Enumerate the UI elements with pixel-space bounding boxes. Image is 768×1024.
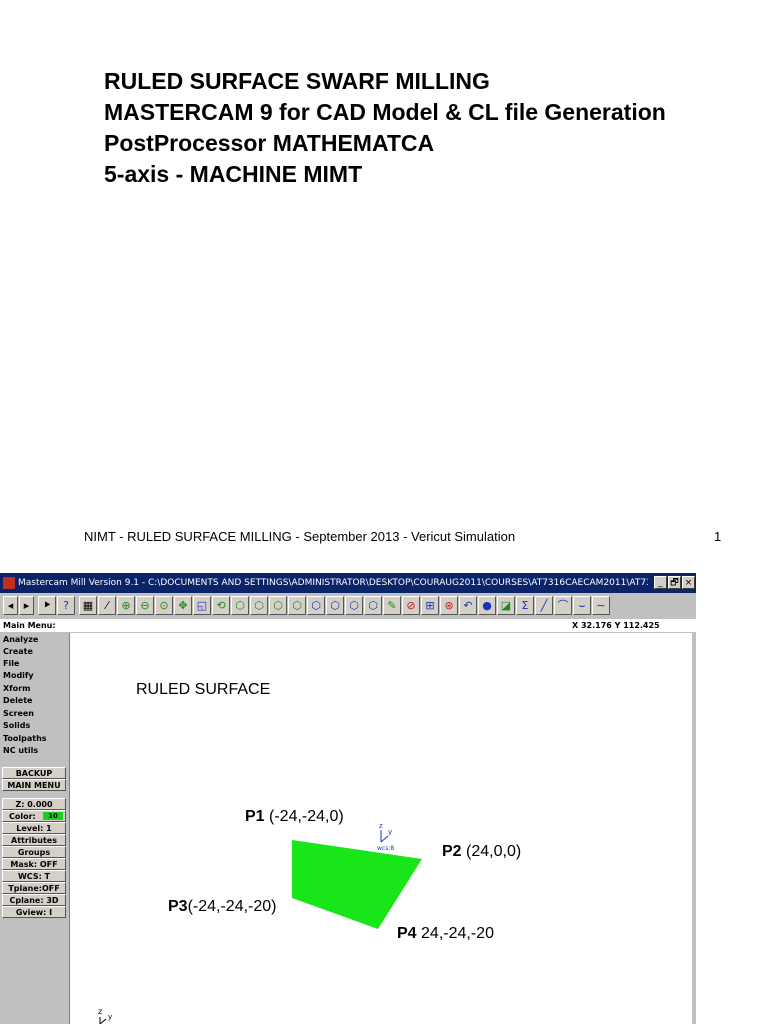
toolbar-verify-button[interactable]: ⊛	[440, 596, 458, 615]
slide-title-line-1: RULED SURFACE SWARF MILLING	[104, 68, 490, 94]
gview-axis-z: z	[98, 1007, 102, 1016]
p3-id: P3	[168, 898, 188, 915]
gview-button[interactable]: Gview: I	[2, 906, 66, 918]
toolbar-zoom-window-button[interactable]: ⊕	[117, 596, 135, 615]
tplane-button[interactable]: Tplane:OFF	[2, 882, 66, 894]
wcs-button[interactable]: WCS: T	[2, 870, 66, 882]
window-titlebar: Mastercam Mill Version 9.1 - C:\DOCUMENT…	[0, 573, 696, 593]
main-menu-button[interactable]: MAIN MENU	[2, 779, 66, 791]
toolbar-shade-button[interactable]: ●	[478, 596, 496, 615]
p4-id: P4	[397, 925, 417, 942]
graphics-area[interactable]: RULED SURFACE z y wcs:8 z y P1 (-24,-24,…	[69, 633, 692, 1024]
slide-title-line-4: 5-axis - MACHINE MIMT	[104, 161, 363, 187]
restore-button[interactable]: 🗗	[668, 576, 681, 589]
toolbar-rotate-button[interactable]: ⟲	[212, 596, 230, 615]
toolbar-forward-button[interactable]: ▸	[19, 596, 34, 615]
menu-item-screen[interactable]: Screen	[3, 709, 34, 718]
toolbar-view-iso-button[interactable]: ⬡	[231, 596, 249, 615]
toolbar-no-entry-button[interactable]: ⊘	[402, 596, 420, 615]
color-label: Color:	[9, 812, 36, 821]
footer-text: NIMT - RULED SURFACE MILLING - September…	[84, 529, 516, 544]
menu-item-toolpaths[interactable]: Toolpaths	[3, 734, 47, 743]
cplane-button[interactable]: Cplane: 3D	[2, 894, 66, 906]
attributes-button[interactable]: Attributes	[2, 834, 66, 846]
wcs-axis-icon	[380, 830, 389, 843]
slide-title-line-3: PostProcessor MATHEMATCA	[104, 130, 435, 156]
menu-item-create[interactable]: Create	[3, 647, 33, 656]
point-label-p1: P1 (-24,-24,0)	[245, 808, 344, 826]
toolbar-view-last-button[interactable]: ⬡	[364, 596, 382, 615]
right-border	[692, 633, 696, 1024]
toolbar-view-cplane-button[interactable]: ⬡	[307, 596, 325, 615]
toolbar: ◂▸⯈?▦⁄⊕⊖⊙✥◱⟲⬡⬡⬡⬡⬡⬡⬡⬡✎⊘⊞⊛↶●◪Σ╱⌒⌣∼	[0, 594, 696, 618]
point-label-p4: P4 24,-24,-20	[397, 925, 494, 943]
toolbar-view-front-button[interactable]: ⬡	[269, 596, 287, 615]
groups-button[interactable]: Groups	[2, 846, 66, 858]
ruled-surface-heading: RULED SURFACE	[136, 681, 271, 698]
main-menu-panel: Analyze Create File Modify Xform Delete …	[0, 632, 68, 1024]
z-depth-button[interactable]: Z: 0.000	[2, 798, 66, 810]
toolbar-fillet-button[interactable]: ⌣	[573, 596, 591, 615]
wcs-axis-z: z	[379, 822, 383, 830]
toolbar-undo-button[interactable]: ↶	[459, 596, 477, 615]
color-button[interactable]: Color: 10	[2, 810, 66, 822]
toolbar-calculator-button[interactable]: ▦	[79, 596, 97, 615]
toolbar-view-tplane-button[interactable]: ⬡	[326, 596, 344, 615]
menu-item-analyze[interactable]: Analyze	[3, 635, 39, 644]
p4-coords: 24,-24,-20	[416, 925, 494, 942]
toolbar-arc-button[interactable]: ⌒	[554, 596, 572, 615]
toolbar-back-button[interactable]: ◂	[3, 596, 18, 615]
wcs-axis-label: wcs:8	[377, 845, 394, 852]
p2-coords: (24,0,0)	[461, 843, 522, 860]
p2-id: P2	[442, 843, 462, 860]
toolbar-help-button[interactable]: ?	[57, 596, 75, 615]
close-button[interactable]: ×	[682, 576, 695, 589]
level-button[interactable]: Level: 1	[2, 822, 66, 834]
toolbar-line-button[interactable]: ╱	[535, 596, 553, 615]
toolbar-sum-button[interactable]: Σ	[516, 596, 534, 615]
menu-item-nc-utils[interactable]: NC utils	[3, 746, 39, 755]
gview-axis-icon	[99, 1017, 107, 1024]
minimize-button[interactable]: _	[654, 576, 667, 589]
page-number: 1	[714, 529, 722, 544]
ruled-surface[interactable]	[292, 840, 422, 929]
toolbar-plot-button[interactable]: ⊞	[421, 596, 439, 615]
mastercam-window: Mastercam Mill Version 9.1 - C:\DOCUMENT…	[0, 573, 696, 1024]
slide-title-line-2: MASTERCAM 9 for CAD Model & CL file Gene…	[104, 99, 666, 125]
mastercam-app-icon	[3, 577, 15, 589]
gview-axis-y: y	[108, 1013, 112, 1021]
point-label-p2: P2 (24,0,0)	[442, 843, 521, 861]
toolbar-view-side-button[interactable]: ⬡	[288, 596, 306, 615]
toolbar-toolpath-button[interactable]: ◪	[497, 596, 515, 615]
point-label-p3: P3(-24,-24,-20)	[168, 898, 277, 916]
toolbar-zoom-fit-button[interactable]: ◱	[193, 596, 211, 615]
toolbar-spline-button[interactable]: ∼	[592, 596, 610, 615]
p1-coords: (-24,-24,0)	[264, 808, 344, 825]
backup-button[interactable]: BACKUP	[2, 767, 66, 779]
toolbar-analyze-button[interactable]: ⁄	[98, 596, 116, 615]
toolbar-paint-button[interactable]: ✎	[383, 596, 401, 615]
menu-item-file[interactable]: File	[3, 659, 20, 668]
wcs-axis-y: y	[388, 828, 392, 836]
toolbar-zoom-target-button[interactable]: ⊙	[155, 596, 173, 615]
toolbar-view-top-button[interactable]: ⬡	[250, 596, 268, 615]
mask-button[interactable]: Mask: OFF	[2, 858, 66, 870]
slide-title: RULED SURFACE SWARF MILLING MASTERCAM 9 …	[104, 66, 764, 190]
menu-label: Main Menu:	[3, 621, 56, 630]
geometry-viewport: z y wcs:8 z y	[98, 822, 422, 1024]
toolbar-view-normal-button[interactable]: ⬡	[345, 596, 363, 615]
menu-item-delete[interactable]: Delete	[3, 696, 33, 705]
toolbar-zoom-out-button[interactable]: ⊖	[136, 596, 154, 615]
status-line: Main Menu: X 32.176 Y 112.425	[0, 619, 696, 632]
toolbar-pan-button[interactable]: ✥	[174, 596, 192, 615]
menu-item-xform[interactable]: Xform	[3, 684, 31, 693]
p1-id: P1	[245, 808, 265, 825]
p3-coords: (-24,-24,-20)	[187, 898, 277, 915]
window-title: Mastercam Mill Version 9.1 - C:\DOCUMENT…	[18, 578, 648, 588]
menu-item-solids[interactable]: Solids	[3, 721, 31, 730]
menu-item-modify[interactable]: Modify	[3, 671, 34, 680]
cursor-coordinates: X 32.176 Y 112.425	[572, 621, 660, 630]
toolbar-pointer-button[interactable]: ⯈	[38, 596, 56, 615]
color-swatch: 10	[43, 812, 63, 820]
